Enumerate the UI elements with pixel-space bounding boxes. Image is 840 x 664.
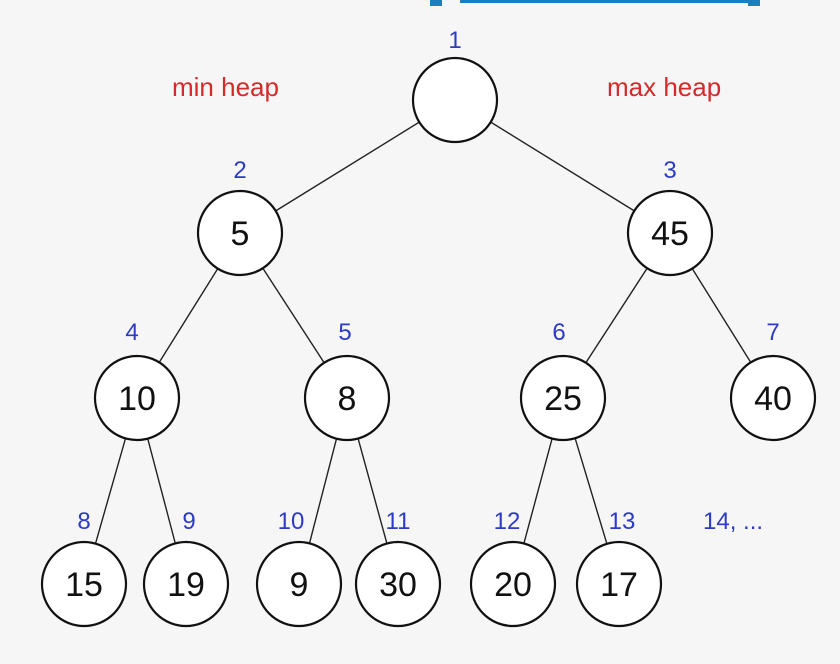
heap-node-4: 10 4 bbox=[93, 319, 181, 442]
heap-node-9: 19 9 bbox=[142, 508, 230, 628]
edge-1-3 bbox=[490, 121, 635, 212]
heap-node-1: 1 bbox=[411, 27, 499, 144]
node-value: 20 bbox=[494, 566, 532, 604]
heap-node-8: 15 8 bbox=[40, 508, 128, 628]
node-value: 30 bbox=[379, 566, 417, 604]
node-index-label: 9 bbox=[182, 508, 195, 535]
edge-5-10 bbox=[308, 438, 338, 544]
heap-node-6: 25 6 bbox=[519, 319, 607, 442]
node-circle bbox=[93, 354, 181, 442]
heap-node-10: 9 10 bbox=[255, 508, 343, 628]
node-circle bbox=[729, 354, 817, 442]
min-heap-label: min heap bbox=[172, 72, 279, 102]
heap-node-5: 85 bbox=[303, 319, 391, 442]
node-value: 25 bbox=[544, 380, 582, 418]
node-value: 9 bbox=[290, 566, 309, 604]
node-value: 19 bbox=[167, 566, 205, 604]
node-index-label: 12 bbox=[494, 508, 521, 535]
edge-4-8 bbox=[94, 438, 127, 544]
node-value: 40 bbox=[754, 380, 792, 418]
node-circle bbox=[469, 540, 557, 628]
top-decoration-strip bbox=[430, 0, 760, 6]
node-value: 5 bbox=[231, 215, 250, 253]
node-index-label: 6 bbox=[552, 319, 565, 346]
node-index-label: 13 bbox=[609, 508, 636, 535]
edge-3-6 bbox=[585, 267, 648, 364]
edge-1-2 bbox=[275, 121, 420, 212]
heap-node-2: 52 bbox=[196, 157, 284, 277]
node-index-label: 11 bbox=[386, 508, 411, 535]
more-indices-label: 14, ... bbox=[703, 508, 764, 535]
heap-node-7: 40 7 bbox=[729, 319, 817, 442]
max-heap-label: max heap bbox=[607, 72, 722, 102]
node-circle bbox=[354, 540, 442, 628]
node-circle bbox=[196, 189, 284, 277]
node-circle bbox=[40, 540, 128, 628]
node-index-label: 7 bbox=[766, 319, 779, 346]
node-index-label: 4 bbox=[125, 319, 138, 346]
edge-5-11 bbox=[357, 438, 388, 544]
node-circle bbox=[411, 56, 499, 144]
node-circle bbox=[519, 354, 607, 442]
node-index-label: 10 bbox=[278, 508, 305, 535]
node-index-label: 1 bbox=[448, 27, 461, 54]
heap-node-3: 45 3 bbox=[626, 157, 714, 277]
heap-node-11: 30 11 bbox=[354, 508, 442, 628]
edge-2-4 bbox=[158, 268, 219, 363]
node-index-label: 8 bbox=[77, 508, 90, 535]
node-index-label: 2 bbox=[233, 157, 246, 184]
node-circle bbox=[303, 354, 391, 442]
node-circle bbox=[575, 540, 663, 628]
node-value: 10 bbox=[118, 380, 156, 418]
node-index-label: 5 bbox=[338, 319, 351, 346]
edge-3-7 bbox=[691, 268, 752, 363]
edge-6-12 bbox=[523, 438, 553, 544]
edge-2-5 bbox=[262, 267, 325, 364]
edge-4-9 bbox=[147, 438, 176, 544]
node-value: 45 bbox=[651, 215, 689, 253]
node-value: 17 bbox=[600, 566, 638, 604]
node-value: 15 bbox=[65, 566, 103, 604]
node-circle bbox=[142, 540, 230, 628]
node-value: 8 bbox=[338, 380, 357, 418]
node-index-label: 3 bbox=[663, 157, 676, 184]
node-circle bbox=[255, 540, 343, 628]
edge-6-13 bbox=[574, 438, 608, 544]
node-circle bbox=[626, 189, 714, 277]
